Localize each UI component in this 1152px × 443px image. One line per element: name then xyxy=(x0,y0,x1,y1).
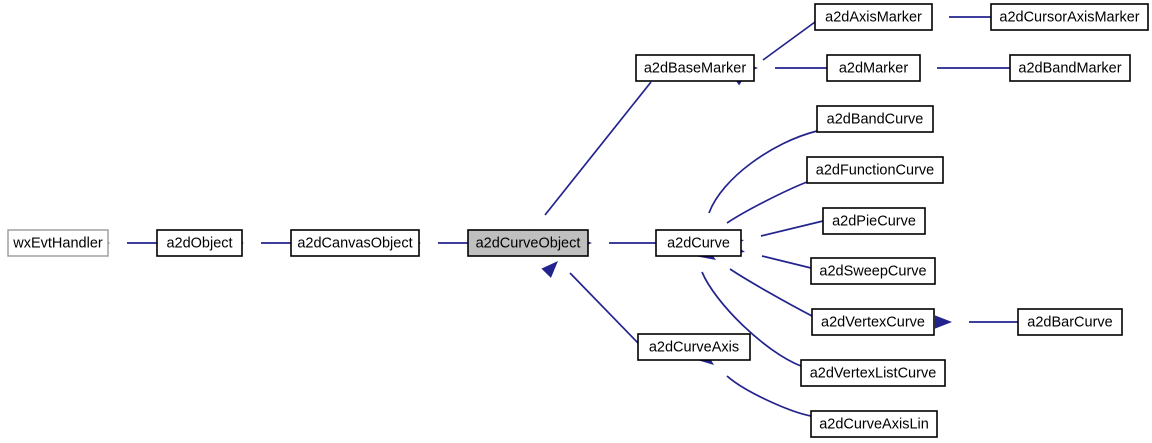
edge-line xyxy=(708,130,818,214)
class-node-a2dBandCurve[interactable]: a2dBandCurve xyxy=(816,105,934,133)
class-node-label: a2dVertexCurve xyxy=(821,314,925,330)
inheritance-edge xyxy=(518,81,652,247)
class-node-a2dCursorAxisMarker[interactable]: a2dCursorAxisMarker xyxy=(990,3,1149,31)
class-node-label: a2dFunctionCurve xyxy=(816,162,935,178)
class-node-box[interactable] xyxy=(990,3,1149,31)
class-node-label: a2dAxisMarker xyxy=(825,9,922,25)
inheritance-edge xyxy=(935,315,1018,329)
class-node-a2dCurveAxis[interactable]: a2dCurveAxis xyxy=(637,333,751,361)
class-node-label: a2dMarker xyxy=(839,60,908,76)
arrowhead-icon xyxy=(935,315,952,329)
class-node-box[interactable] xyxy=(800,359,946,387)
class-node-box[interactable] xyxy=(1009,54,1131,82)
class-node-box[interactable] xyxy=(811,308,935,336)
class-node-box[interactable] xyxy=(814,3,933,31)
class-node-label: a2dSweepCurve xyxy=(819,263,926,279)
edge-line xyxy=(762,21,816,61)
class-node-a2dSweepCurve[interactable]: a2dSweepCurve xyxy=(810,257,936,285)
class-node-label: a2dBarCurve xyxy=(1027,314,1112,330)
edge-line xyxy=(726,181,808,224)
class-node-a2dAxisMarker[interactable]: a2dAxisMarker xyxy=(814,3,933,31)
class-node-a2dCurveAxisLin[interactable]: a2dCurveAxisLin xyxy=(810,410,938,438)
class-node-box[interactable] xyxy=(7,229,109,257)
class-node-box[interactable] xyxy=(810,257,936,285)
class-node-a2dBaseMarker[interactable]: a2dBaseMarker xyxy=(635,54,755,82)
class-node-box[interactable] xyxy=(806,156,944,184)
class-node-box[interactable] xyxy=(156,229,243,257)
edge-line xyxy=(761,255,812,269)
class-node-box[interactable] xyxy=(816,105,934,133)
inheritance-edge xyxy=(541,261,639,344)
edge-line xyxy=(726,375,812,417)
class-node-box[interactable] xyxy=(1017,308,1123,336)
class-node-label: a2dBandCurve xyxy=(827,111,924,127)
edge-line xyxy=(729,268,813,317)
class-node-box[interactable] xyxy=(635,54,755,82)
class-node-a2dObject[interactable]: a2dObject xyxy=(156,229,243,257)
edge-line xyxy=(569,272,639,344)
class-node-label: a2dCurveAxis xyxy=(649,339,739,355)
class-node-a2dCanvasObject[interactable]: a2dCanvasObject xyxy=(290,229,420,257)
edge-line xyxy=(760,220,824,237)
class-node-box[interactable] xyxy=(826,54,921,82)
class-node-label: a2dCursorAxisMarker xyxy=(999,9,1139,25)
node-layer: wxEvtHandler a2dObject a2dCanvasObject a2dC… xyxy=(7,3,1149,438)
class-node-label: a2dBaseMarker xyxy=(644,60,747,76)
arrowhead-icon xyxy=(541,261,558,278)
edge-line xyxy=(544,81,652,216)
class-node-box[interactable] xyxy=(290,229,420,257)
class-node-a2dPieCurve[interactable]: a2dPieCurve xyxy=(822,207,926,235)
class-node-label: a2dPieCurve xyxy=(832,213,916,229)
class-node-box[interactable] xyxy=(810,410,938,438)
class-node-box[interactable] xyxy=(637,333,751,361)
class-node-label: a2dBandMarker xyxy=(1018,60,1121,76)
class-node-a2dCurve[interactable]: a2dCurve xyxy=(655,229,742,257)
class-node-label: a2dVertexListCurve xyxy=(810,365,937,381)
class-node-a2dVertexCurve[interactable]: a2dVertexCurve xyxy=(811,308,935,336)
class-node-a2dMarker[interactable]: a2dMarker xyxy=(826,54,921,82)
class-node-label: a2dCurve xyxy=(667,235,730,251)
class-node-wxEvtHandler[interactable]: wxEvtHandler xyxy=(7,229,109,257)
class-node-label: a2dCanvasObject xyxy=(297,235,412,251)
class-node-label: a2dCurveObject xyxy=(476,235,581,251)
class-node-a2dFunctionCurve[interactable]: a2dFunctionCurve xyxy=(806,156,944,184)
class-node-label: a2dObject xyxy=(166,235,232,251)
edge-line xyxy=(701,271,802,367)
class-node-label: a2dCurveAxisLin xyxy=(819,416,929,432)
class-node-label: wxEvtHandler xyxy=(12,235,103,251)
class-node-box[interactable] xyxy=(467,229,589,257)
class-node-box[interactable] xyxy=(655,229,742,257)
class-node-box[interactable] xyxy=(822,207,926,235)
class-node-a2dVertexListCurve[interactable]: a2dVertexListCurve xyxy=(800,359,946,387)
class-node-a2dBandMarker[interactable]: a2dBandMarker xyxy=(1009,54,1131,82)
class-node-a2dBarCurve[interactable]: a2dBarCurve xyxy=(1017,308,1123,336)
class-node-a2dCurveObject[interactable]: a2dCurveObject xyxy=(467,229,589,257)
